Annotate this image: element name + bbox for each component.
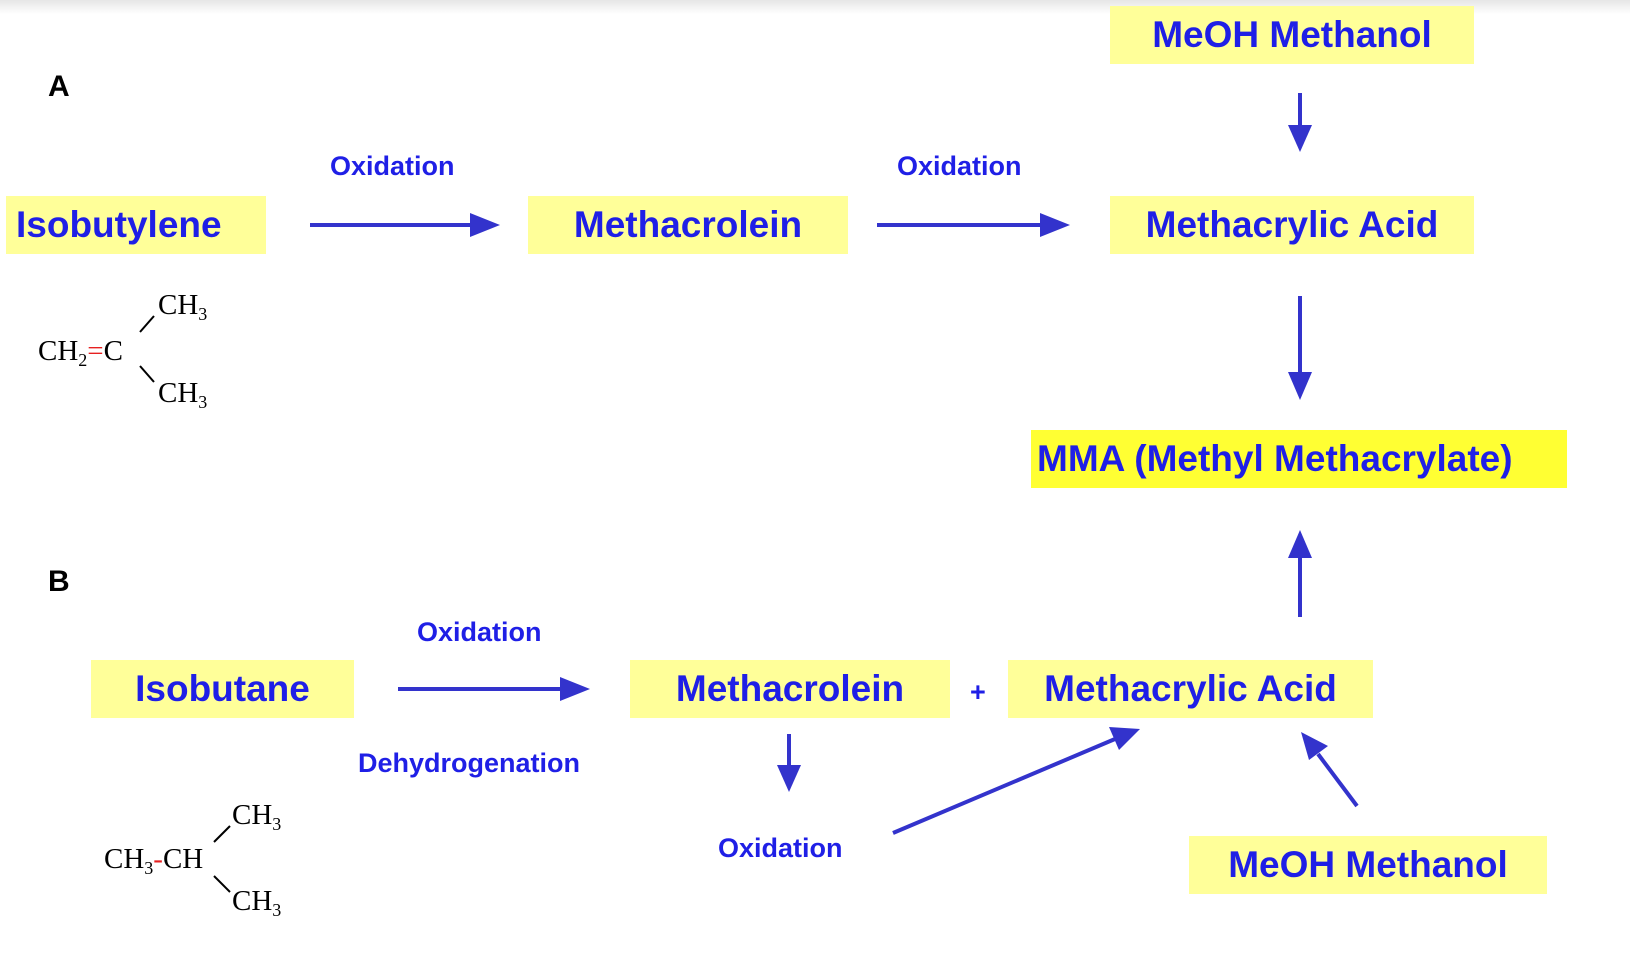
arrow-isobutane-to-methacrolein: [398, 677, 590, 701]
methanol-box-a: MeOH Methanol: [1110, 6, 1474, 64]
methacrolein-box-a: Methacrolein: [528, 196, 848, 254]
section-label-b: B: [48, 565, 70, 598]
isobutylene-bond-up: [139, 315, 155, 333]
mma-product-box: MMA (Methyl Methacrylate): [1031, 430, 1567, 488]
oxidation-label-a2: Oxidation: [897, 151, 1022, 181]
arrow-methacrolein-down: [777, 734, 801, 792]
methacrylic-acid-box-a: Methacrylic Acid: [1110, 196, 1474, 254]
isobutane-bond-up: [213, 825, 231, 843]
isobutane-bond-down: [213, 875, 231, 893]
isobutylene-formula-top: CH3: [158, 289, 208, 324]
isobutylene-formula-main: CH2=C: [38, 335, 123, 370]
isobutane-formula-main: CH3-CH: [104, 843, 204, 878]
methanol-box-b: MeOH Methanol: [1189, 836, 1547, 894]
isobutane-formula-top: CH3: [232, 799, 282, 834]
arrow-up-to-mma: [1288, 530, 1312, 617]
methacrolein-box-b: Methacrolein: [630, 660, 950, 718]
oxidation-label-b1: Oxidation: [417, 617, 542, 647]
dehydrogenation-label: Dehydrogenation: [358, 748, 581, 778]
isobutylene-box: Isobutylene: [6, 196, 266, 254]
plus-sign: +: [970, 677, 986, 707]
methacrylic-acid-box-b: Methacrylic Acid: [1008, 660, 1373, 718]
oxidation-label-a1: Oxidation: [330, 151, 455, 181]
arrow-oxidation-to-acid: [892, 727, 1140, 835]
arrow-methanol-to-acid: [1301, 732, 1359, 808]
oxidation-label-b2: Oxidation: [718, 833, 843, 863]
isobutylene-bond-down: [139, 365, 155, 383]
arrow-methanol-down-a: [1288, 93, 1312, 152]
section-label-a: A: [48, 70, 70, 103]
isobutylene-formula-bottom: CH3: [158, 377, 208, 412]
isobutane-box: Isobutane: [91, 660, 354, 718]
arrow-acid-to-mma: [1288, 296, 1312, 400]
arrow-isobutylene-to-methacrolein: [310, 213, 500, 237]
arrow-methacrolein-to-methacrylic-acid: [877, 213, 1070, 237]
isobutane-formula-bottom: CH3: [232, 885, 282, 920]
